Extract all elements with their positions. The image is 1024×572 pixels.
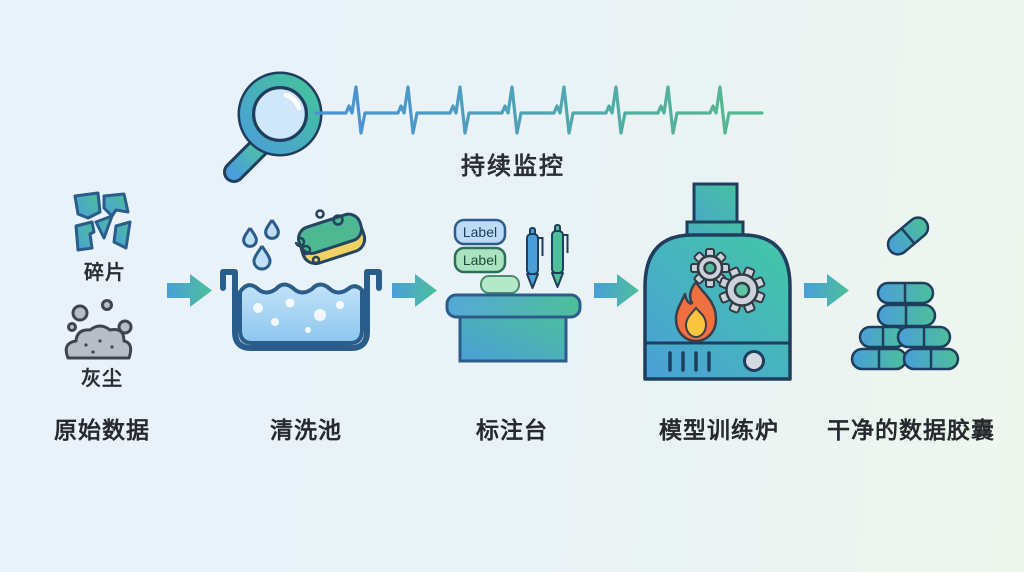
stage-clean-capsules-title: 干净的数据胶囊 bbox=[827, 417, 995, 443]
fragments-icon bbox=[73, 191, 132, 252]
bubbles-icon bbox=[294, 209, 344, 265]
flow-arrow-icon bbox=[167, 274, 212, 307]
ecg-pulse-line bbox=[314, 85, 764, 135]
pen-icon bbox=[551, 224, 569, 288]
flow-arrow-icon bbox=[392, 274, 437, 307]
capsule bbox=[896, 325, 952, 349]
flow-arrow-icon bbox=[804, 274, 849, 307]
capsule bbox=[902, 347, 960, 371]
sponge-icon bbox=[297, 212, 367, 266]
pen-icon bbox=[526, 227, 544, 289]
capsules-icon bbox=[850, 216, 960, 371]
dust-icon bbox=[64, 299, 133, 360]
gear-icon bbox=[718, 266, 766, 314]
gear-icon bbox=[690, 248, 730, 288]
monitor-label: 持续监控 bbox=[461, 153, 565, 180]
flow-arrow-icon bbox=[594, 274, 639, 307]
stage-cleaning-pool-title: 清洗池 bbox=[270, 417, 342, 443]
table-body bbox=[458, 309, 568, 363]
dust-label: 灰尘 bbox=[81, 368, 123, 390]
stage-labeling-station-title: 标注台 bbox=[476, 417, 548, 443]
fragments-label: 碎片 bbox=[84, 262, 126, 284]
labeling-table-icon: Label Label bbox=[445, 218, 582, 363]
chimney bbox=[692, 182, 739, 226]
magnifier-icon bbox=[223, 71, 323, 183]
stage-raw-data-title: 原始数据 bbox=[54, 417, 150, 443]
label-tag-text: Label bbox=[463, 252, 497, 268]
label-tag-green: Label bbox=[453, 246, 507, 274]
water-drops-icon bbox=[242, 219, 280, 271]
label-tag-blue: Label bbox=[453, 218, 507, 246]
knob bbox=[743, 350, 765, 372]
capsule bbox=[876, 281, 935, 305]
capsule bbox=[876, 303, 937, 328]
table-top bbox=[445, 293, 582, 319]
stage-training-furnace-title: 模型训练炉 bbox=[659, 417, 779, 443]
label-tag-text: Label bbox=[463, 224, 497, 240]
flame-icon bbox=[674, 280, 718, 343]
wash-basin-icon bbox=[220, 209, 382, 351]
capsule bbox=[850, 347, 908, 371]
blank-tag bbox=[480, 275, 520, 294]
furnace-icon bbox=[643, 182, 792, 381]
vent-slits bbox=[668, 351, 711, 372]
capsule bbox=[886, 216, 930, 256]
